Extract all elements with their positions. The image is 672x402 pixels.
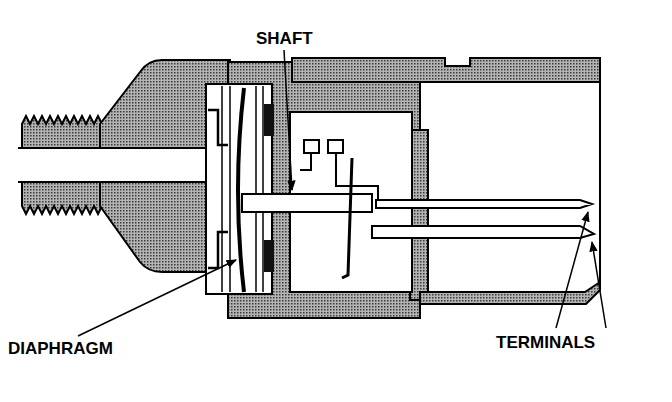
shell-bottom <box>420 282 600 304</box>
contact <box>304 140 319 153</box>
leader-line <box>284 50 292 190</box>
seal <box>264 240 274 272</box>
bracket <box>208 232 228 268</box>
leader-line <box>592 242 606 328</box>
diaphragm <box>238 88 244 292</box>
bore <box>18 148 208 182</box>
top-plate <box>292 58 600 82</box>
terminal <box>372 226 594 238</box>
shaft <box>242 194 372 212</box>
bracket <box>208 110 228 145</box>
terminal <box>376 200 592 208</box>
part-label: DIAPHRAGM <box>8 340 113 357</box>
part-label: SHAFT <box>256 30 313 47</box>
contact <box>328 140 343 153</box>
leader-line <box>556 212 588 328</box>
seal <box>264 104 274 136</box>
leader-line <box>78 260 236 336</box>
chamber <box>206 84 272 294</box>
contact-spring <box>342 158 352 278</box>
part-label: TERMINALS <box>496 334 595 351</box>
